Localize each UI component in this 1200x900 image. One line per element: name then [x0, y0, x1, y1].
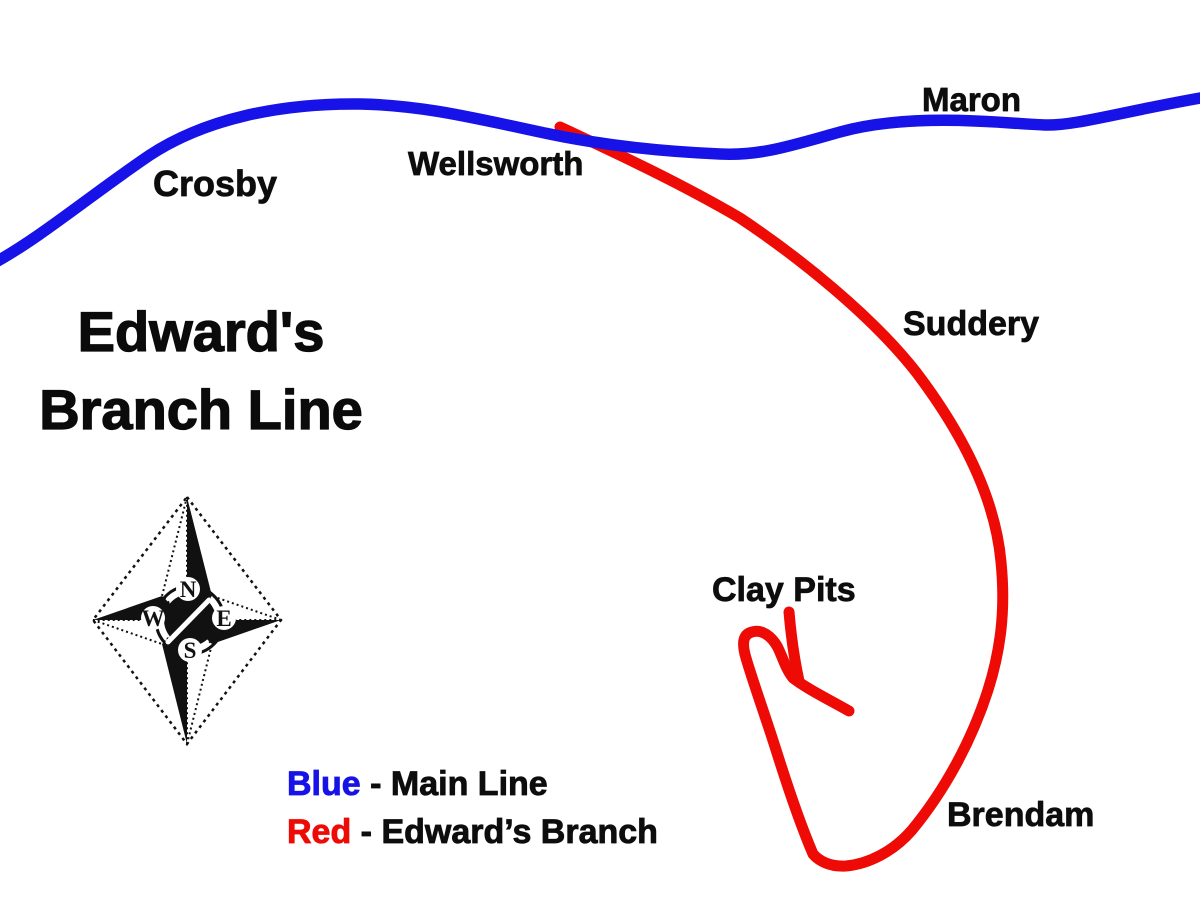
station-label-clay-pits: Clay Pits — [712, 571, 856, 610]
legend-label-edwards-branch: Edward’s Branch — [381, 813, 658, 852]
legend-separator: - — [360, 765, 391, 804]
map-title-line1: Edward's — [77, 299, 325, 363]
legend-term-red: Red — [287, 813, 352, 852]
station-label-brendam: Brendam — [947, 796, 1095, 835]
compass-south-label: S — [184, 638, 197, 663]
legend-entry-main-line: Blue - Main Line — [287, 760, 658, 808]
map-title: Edward's Branch Line — [0, 293, 402, 449]
legend: Blue - Main Line Red - Edward’s Branch — [287, 760, 659, 856]
compass-west-label: W — [142, 606, 165, 631]
legend-separator: - — [351, 813, 382, 852]
station-label-crosby: Crosby — [153, 163, 278, 205]
station-label-wellsworth: Wellsworth — [408, 145, 584, 183]
station-label-maron: Maron — [922, 81, 1022, 119]
station-label-suddery: Suddery — [903, 305, 1040, 344]
legend-entry-edwards-branch: Red - Edward’s Branch — [287, 808, 659, 856]
map-title-line2: Branch Line — [39, 377, 364, 441]
compass-north-label: N — [180, 577, 197, 602]
branch-line-path — [554, 121, 1009, 872]
clay-pits-spur-path — [783, 606, 805, 687]
main-line-path — [0, 92, 1200, 267]
legend-label-main-line: Main Line — [390, 765, 549, 804]
compass-rose-icon: N E S W — [91, 494, 283, 747]
compass-east-label: E — [216, 606, 231, 631]
legend-term-blue: Blue — [287, 765, 361, 804]
